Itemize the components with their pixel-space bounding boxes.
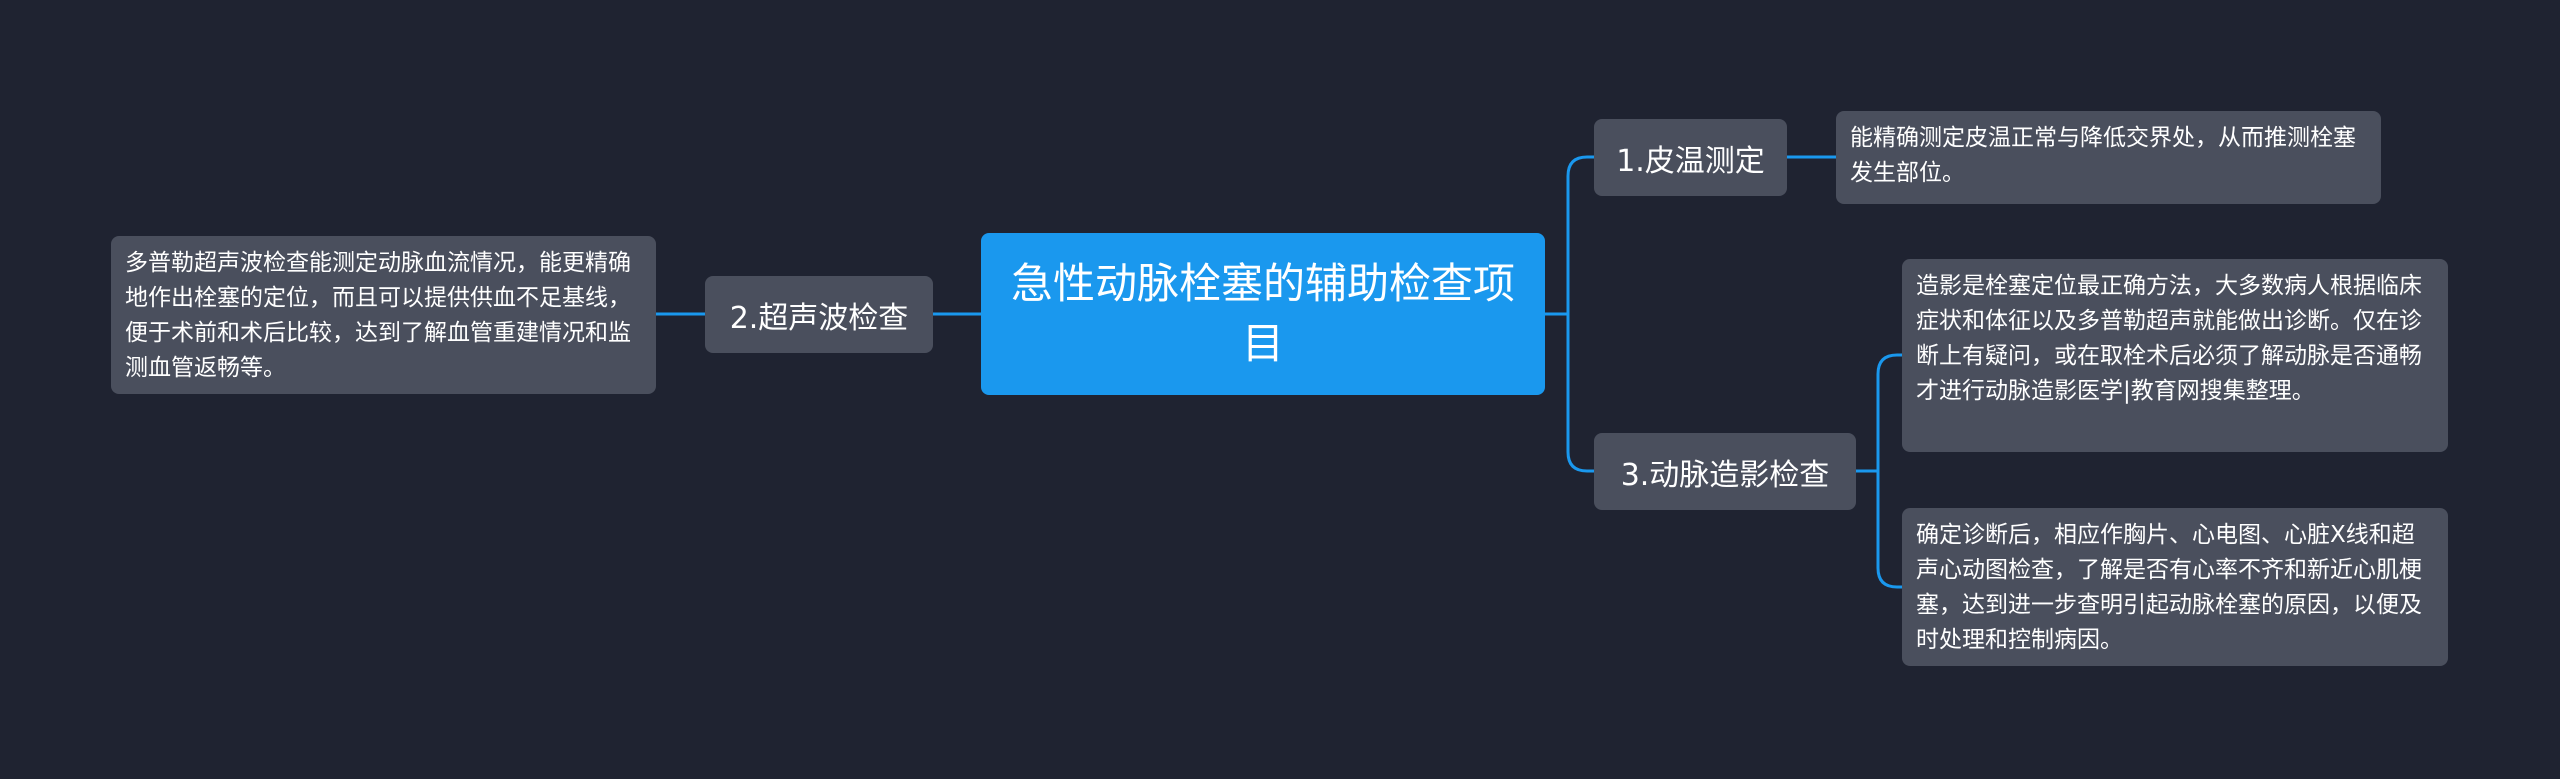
root-topic[interactable]: 急性动脉栓塞的辅助检查项目 (981, 233, 1545, 395)
detail-text: 能精确测定皮温正常与降低交界处，从而推测栓塞发生部位。 (1850, 125, 2356, 186)
branch-arteriography[interactable]: 3.动脉造影检查 (1594, 433, 1856, 510)
connector-right-b3 (1566, 314, 1594, 473)
branch-label: 1.皮温测定 (1616, 143, 1765, 179)
branch-label: 2.超声波检查 (729, 300, 909, 336)
branch-ultrasound[interactable]: 2.超声波检查 (705, 276, 933, 353)
branch-label: 3.动脉造影检查 (1620, 457, 1830, 493)
connector-b3-l4 (1876, 471, 1902, 589)
connector-b3-l3 (1876, 353, 1902, 471)
detail-arteriography-followup[interactable]: 确定诊断后，相应作胸片、心电图、心脏X线和超声心动图检查，了解是否有心率不齐和新… (1902, 508, 2448, 666)
connector-right-b1 (1566, 155, 1594, 314)
detail-arteriography-method[interactable]: 造影是栓塞定位最正确方法，大多数病人根据临床症状和体征以及多普勒超声就能做出诊断… (1902, 259, 2448, 452)
branch-skin-temperature[interactable]: 1.皮温测定 (1594, 119, 1787, 196)
detail-text: 确定诊断后，相应作胸片、心电图、心脏X线和超声心动图检查，了解是否有心率不齐和新… (1916, 522, 2422, 653)
detail-text: 多普勒超声波检查能测定动脉血流情况，能更精确地作出栓塞的定位，而且可以提供供血不… (125, 250, 631, 381)
detail-text: 造影是栓塞定位最正确方法，大多数病人根据临床症状和体征以及多普勒超声就能做出诊断… (1916, 273, 2422, 404)
detail-skin-temperature[interactable]: 能精确测定皮温正常与降低交界处，从而推测栓塞发生部位。 (1836, 111, 2381, 204)
root-topic-text: 急性动脉栓塞的辅助检查项目 (1010, 259, 1515, 368)
detail-ultrasound[interactable]: 多普勒超声波检查能测定动脉血流情况，能更精确地作出栓塞的定位，而且可以提供供血不… (111, 236, 656, 394)
